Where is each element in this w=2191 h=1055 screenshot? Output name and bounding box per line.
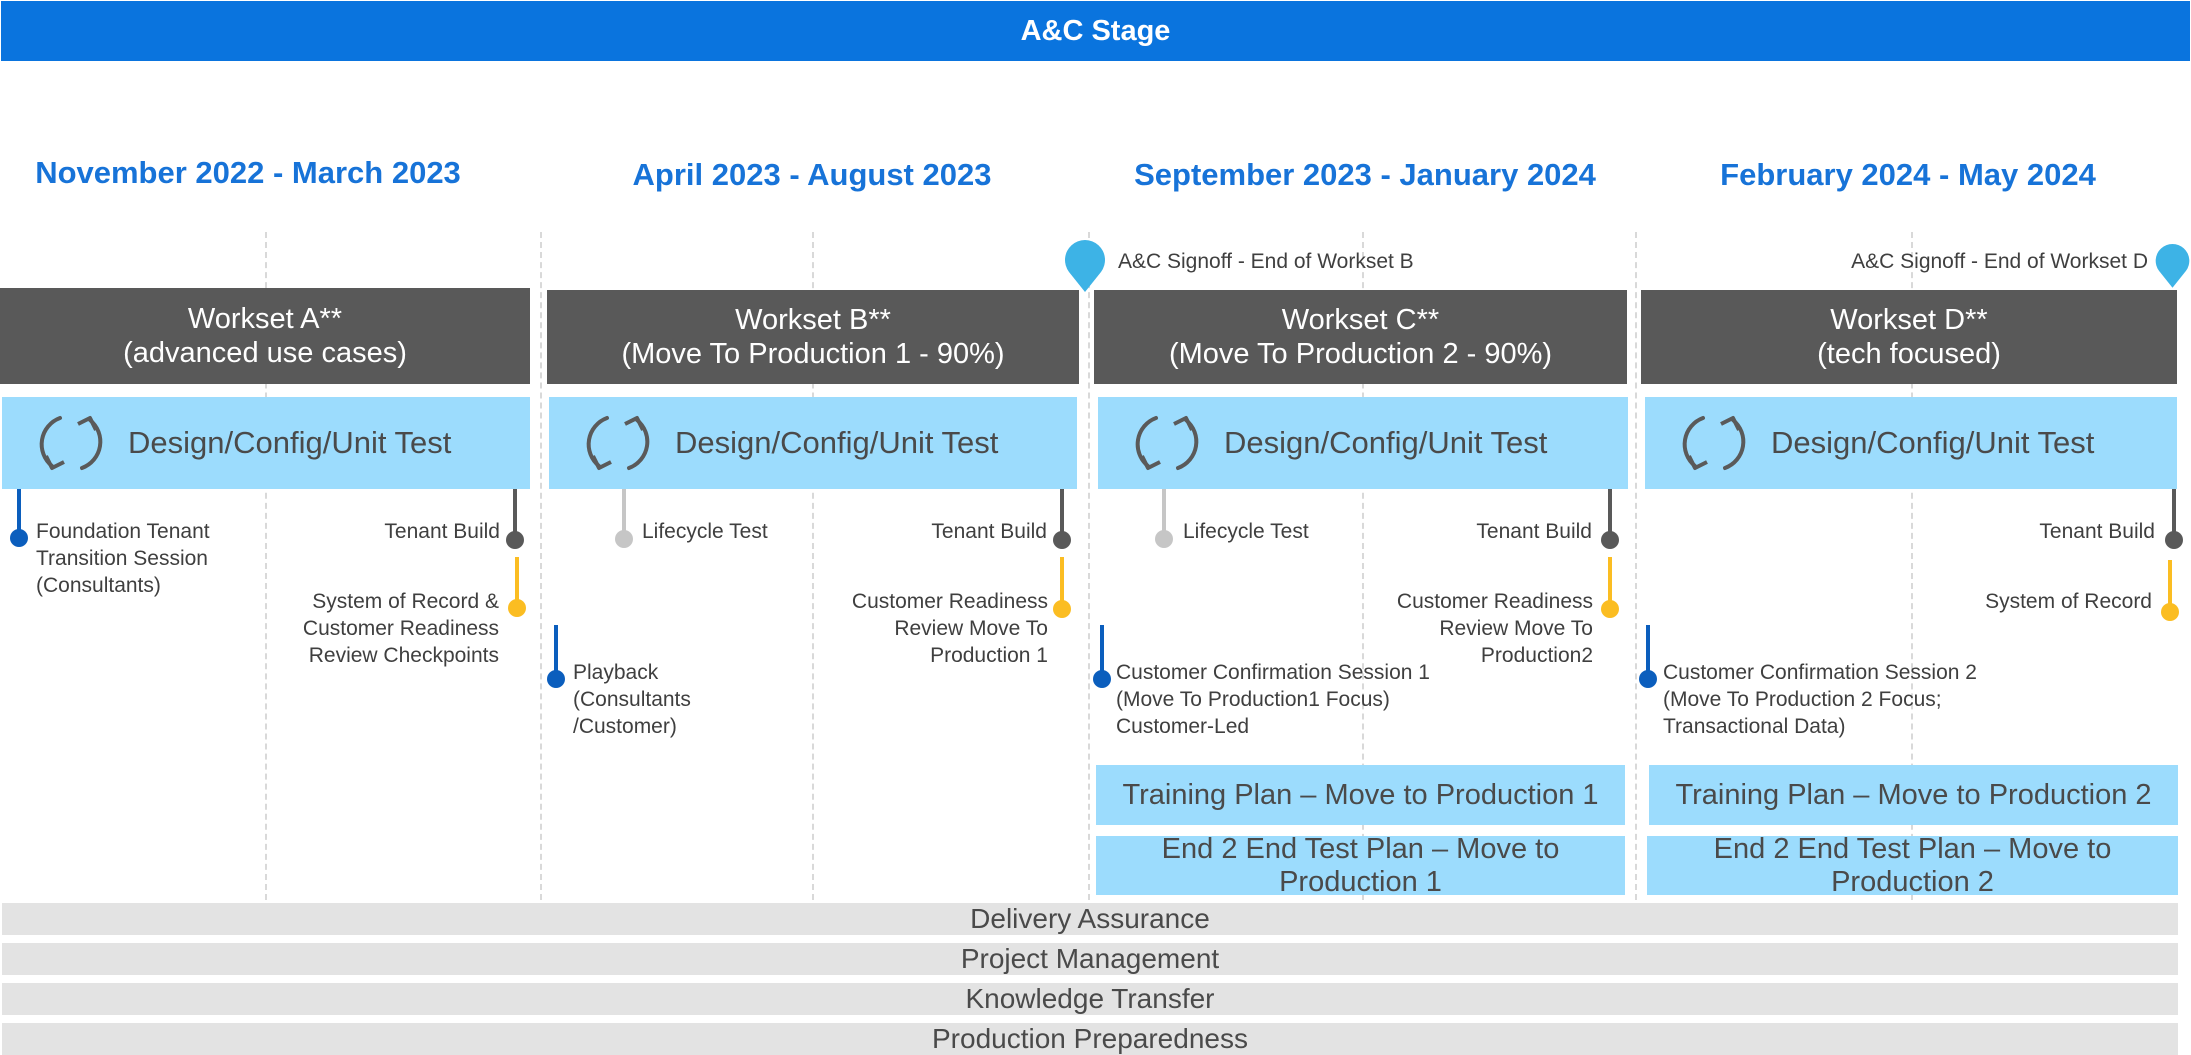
event-stem [1060, 557, 1064, 609]
event-customer-confirmation: Customer Confirmation Session 1 (Move To… [1116, 661, 1430, 738]
event-tenant-build: Tenant Build [931, 520, 1047, 543]
training-plan-2: Training Plan – Move to Production 2 [1649, 765, 2178, 825]
design-config-label: Design/Config/Unit Test [1771, 425, 2095, 460]
band-production-preparedness: Production Preparedness [2, 1023, 2178, 1055]
workset-a-header: Workset A** (advanced use cases) [0, 288, 530, 384]
e2e-test-plan-1: End 2 End Test Plan – Move to Production… [1096, 833, 1625, 898]
period-label: November 2022 - March 2023 [35, 155, 461, 190]
event-marker [1053, 531, 1071, 549]
event-stem [1100, 625, 1104, 680]
workset-subtitle: (Move To Production 2 - 90%) [1168, 338, 1553, 370]
grid-line [265, 232, 267, 900]
grid-line [1911, 232, 1913, 900]
milestone-marker-icon [2155, 243, 2190, 288]
training-plan-1: Training Plan – Move to Production 1 [1096, 765, 1625, 825]
design-config-bar: Design/Config/Unit Test [1098, 397, 1628, 489]
refresh-cycle-icon [1682, 416, 1746, 470]
event-stem [1060, 489, 1064, 539]
workset-subtitle: (advanced use cases) [123, 337, 407, 369]
event-marker [1053, 600, 1071, 618]
milestone-marker-icon [1065, 240, 1105, 292]
grid-line [812, 232, 814, 900]
period-label: September 2023 - January 2024 [1134, 157, 1596, 192]
grid-line [1362, 232, 1364, 900]
event-marker [615, 530, 633, 548]
workset-c-header: Workset C** (Move To Production 2 - 90%) [1094, 290, 1627, 384]
event-marker [547, 670, 565, 688]
event-stem [1608, 557, 1612, 609]
grid-line [540, 232, 542, 900]
event-stem [2172, 489, 2176, 539]
stage-banner: A&C Stage [1, 1, 2190, 61]
milestone-label: A&C Signoff - End of Workset B [1118, 250, 1414, 273]
grid-line [1635, 232, 1637, 900]
band-delivery-assurance: Delivery Assurance [2, 903, 2178, 935]
event-stem [513, 489, 517, 539]
event-marker [1601, 531, 1619, 549]
event-tenant-build: Tenant Build [384, 520, 500, 543]
event-stem [554, 625, 558, 680]
event-marker [2161, 603, 2179, 621]
workset-subtitle: (Move To Production 1 - 90%) [621, 338, 1005, 370]
event-customer-readiness: Customer Readiness Review Move To Produc… [851, 590, 1048, 667]
event-tenant-build: Tenant Build [2039, 520, 2155, 543]
event-playback: Playback (Consultants /Customer) [573, 661, 691, 738]
event-stem [515, 557, 519, 609]
workset-title: Workset D** [1830, 304, 1988, 336]
refresh-cycle-icon [586, 416, 650, 470]
workset-title: Workset B** [735, 304, 891, 336]
event-marker [1601, 600, 1619, 618]
event-marker [1155, 530, 1173, 548]
workset-d-header: Workset D** (tech focused) [1641, 290, 2177, 384]
design-config-bar: Design/Config/Unit Test [1645, 397, 2177, 489]
event-customer-readiness: Customer Readiness Review Move To Produc… [1396, 590, 1593, 667]
design-config-bar: Design/Config/Unit Test [549, 397, 1077, 489]
event-marker [506, 531, 524, 549]
event-marker [508, 599, 526, 617]
band-project-management: Project Management [2, 943, 2178, 975]
design-config-label: Design/Config/Unit Test [675, 425, 999, 460]
event-stem [2168, 560, 2172, 609]
refresh-cycle-icon [1135, 416, 1199, 470]
event-stem [1162, 489, 1166, 539]
workset-title: Workset A** [187, 303, 343, 335]
event-system-of-record: System of Record [1985, 590, 2152, 613]
event-stem [17, 489, 21, 539]
period-label: February 2024 - May 2024 [1720, 157, 2096, 192]
workset-subtitle: (tech focused) [1817, 338, 2001, 370]
event-marker [1093, 670, 1111, 688]
event-marker [2165, 531, 2183, 549]
workset-title: Workset C** [1281, 304, 1440, 336]
milestone-label: A&C Signoff - End of Workset D [1851, 250, 2148, 273]
event-lifecycle-test: Lifecycle Test [1183, 520, 1309, 543]
event-stem [622, 489, 626, 539]
period-label: April 2023 - August 2023 [632, 157, 992, 192]
design-config-label: Design/Config/Unit Test [1224, 425, 1548, 460]
refresh-cycle-icon [39, 416, 103, 470]
design-config-bar: Design/Config/Unit Test [2, 397, 530, 489]
event-lifecycle-test: Lifecycle Test [642, 520, 768, 543]
event-foundation-session: Foundation Tenant Transition Session (Co… [36, 520, 210, 597]
band-knowledge-transfer: Knowledge Transfer [2, 983, 2178, 1015]
event-marker [1639, 670, 1657, 688]
event-stem [1646, 625, 1650, 680]
event-system-of-record: System of Record & Customer Readiness Re… [302, 590, 499, 667]
workset-b-header: Workset B** (Move To Production 1 - 90%) [547, 290, 1079, 384]
event-tenant-build: Tenant Build [1476, 520, 1592, 543]
e2e-test-plan-2: End 2 End Test Plan – Move to Production… [1647, 833, 2178, 898]
design-config-label: Design/Config/Unit Test [128, 425, 452, 460]
event-customer-confirmation: Customer Confirmation Session 2 (Move To… [1663, 661, 1977, 738]
event-stem [1608, 489, 1612, 539]
grid-line [1088, 232, 1090, 900]
event-marker [10, 529, 28, 547]
